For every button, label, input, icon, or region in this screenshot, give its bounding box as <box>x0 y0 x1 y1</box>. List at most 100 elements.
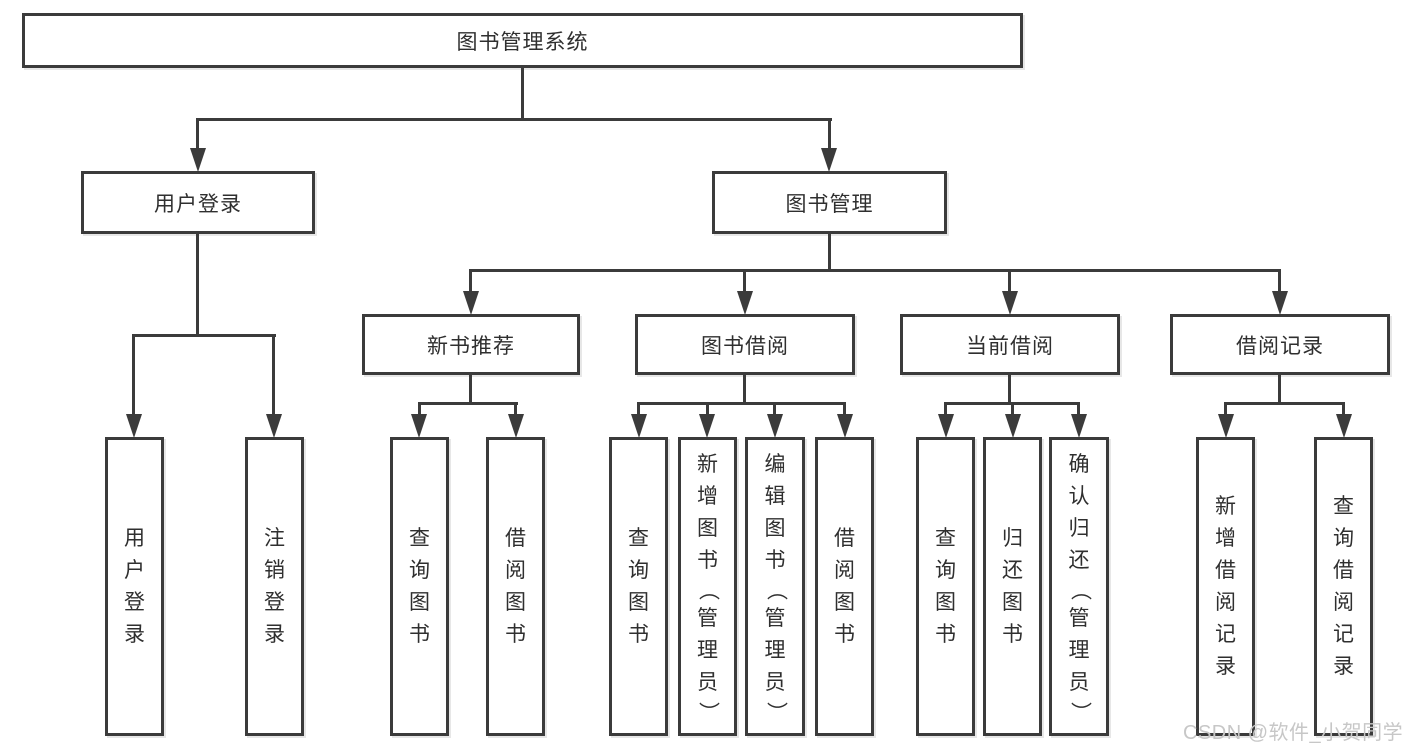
connector-line <box>196 118 199 150</box>
leaf-confirm-return-admin: 确认归还（管理员） <box>1049 437 1109 736</box>
leaf-label-char: 书 <box>935 622 956 646</box>
connector-line <box>1008 375 1011 404</box>
leaf-label-char: 登 <box>124 590 145 614</box>
leaf-recommend-borrow-book: 借阅图书 <box>486 437 545 736</box>
leaf-label-char: 书 <box>697 548 718 572</box>
leaf-label-char: 管 <box>697 606 718 630</box>
connector-line <box>743 269 746 291</box>
connector-line <box>843 402 846 414</box>
leaf-label-char: 阅 <box>1215 590 1236 614</box>
node-book-management: 图书管理 <box>712 171 947 234</box>
leaf-label: 借阅图书 <box>834 523 855 651</box>
leaf-label-char: 书 <box>505 622 526 646</box>
arrow-down-icon <box>265 414 282 438</box>
leaf-label-char: 还 <box>1002 558 1023 582</box>
node-label: 新书推荐 <box>427 334 515 358</box>
leaf-label-char: 图 <box>1002 590 1023 614</box>
leaf-label-char: （ <box>1068 579 1091 600</box>
connector-line <box>1278 375 1281 404</box>
connector-line <box>196 118 832 121</box>
leaf-label-char: 询 <box>935 558 956 582</box>
leaf-recommend-query-book: 查询图书 <box>390 437 449 736</box>
leaf-label-char: 书 <box>1002 622 1023 646</box>
leaf-label: 查询图书 <box>628 523 649 651</box>
leaf-label-char: 户 <box>124 558 145 582</box>
arrow-down-icon <box>125 414 142 438</box>
connector-line <box>1008 269 1011 291</box>
leaf-label: 借阅图书 <box>505 523 526 651</box>
leaf-label-char: 认 <box>1068 484 1090 508</box>
leaf-label-char: 录 <box>264 622 285 646</box>
connector-line <box>944 402 947 414</box>
node-label: 借阅记录 <box>1236 334 1324 358</box>
leaf-label-char: 理 <box>1068 638 1090 662</box>
arrow-down-icon <box>937 414 954 438</box>
arrow-down-icon <box>820 148 837 172</box>
connector-line <box>418 402 518 405</box>
leaf-label: 查询图书 <box>409 523 430 651</box>
connector-line <box>132 334 276 337</box>
leaf-label-char: 借 <box>1333 558 1354 582</box>
leaf-label-char: 图 <box>628 590 649 614</box>
leaf-label-char: 辑 <box>764 484 786 508</box>
arrow-down-icon <box>1335 414 1352 438</box>
leaf-label-char: 理 <box>697 638 718 662</box>
connector-line <box>196 234 199 336</box>
leaf-label-char: 录 <box>1215 654 1236 678</box>
connector-line <box>637 402 846 405</box>
leaf-label-char: 书 <box>834 622 855 646</box>
node-label: 图书借阅 <box>701 334 789 358</box>
leaf-current-query-book: 查询图书 <box>916 437 975 736</box>
leaf-label-char: 员 <box>764 670 786 694</box>
arrow-down-icon <box>698 414 715 438</box>
leaf-label-char: ） <box>764 701 787 722</box>
leaf-label-char: 阅 <box>505 558 526 582</box>
node-current-borrowing: 当前借阅 <box>900 314 1120 375</box>
arrow-down-icon <box>462 291 479 315</box>
leaf-label-char: 录 <box>1333 654 1354 678</box>
arrow-down-icon <box>836 414 853 438</box>
leaf-label: 查询图书 <box>935 523 956 651</box>
leaf-query-borrow-record: 查询借阅记录 <box>1314 437 1373 736</box>
leaf-label: 用户登录 <box>124 523 145 651</box>
leaf-label-char: 询 <box>1333 526 1354 550</box>
leaf-label-char: 记 <box>1215 622 1236 646</box>
leaf-label-char: （ <box>696 579 720 600</box>
arrow-down-icon <box>1271 291 1288 315</box>
leaf-label-char: 新 <box>1215 494 1236 518</box>
leaf-label-char: 图 <box>834 590 855 614</box>
leaf-label-char: 用 <box>124 526 145 550</box>
leaf-edit-book-admin: 编辑图书（管理员） <box>745 437 805 736</box>
arrow-down-icon <box>189 148 206 172</box>
leaf-label-char: 销 <box>264 558 285 582</box>
leaf-label-char: 阅 <box>1333 590 1354 614</box>
leaf-return-book: 归还图书 <box>983 437 1042 736</box>
leaf-label-char: 查 <box>628 526 649 550</box>
leaf-label-char: （ <box>764 579 787 600</box>
connector-line <box>514 402 517 414</box>
leaf-label-char: 图 <box>697 516 718 540</box>
leaf-label-char: 归 <box>1002 526 1023 550</box>
connector-line <box>773 402 776 414</box>
arrow-down-icon <box>1217 414 1234 438</box>
node-label: 用户登录 <box>154 192 242 216</box>
arrow-down-icon <box>736 291 753 315</box>
leaf-label: 新增图书（管理员） <box>696 449 720 725</box>
connector-line <box>469 375 472 404</box>
leaf-label-char: 借 <box>1215 558 1236 582</box>
leaf-label-char: 书 <box>628 622 649 646</box>
arrow-down-icon <box>1070 414 1087 438</box>
leaf-label: 注销登录 <box>264 523 285 651</box>
leaf-label-char: 询 <box>409 558 430 582</box>
leaf-add-book-admin: 新增图书（管理员） <box>678 437 737 736</box>
node-borrowing-records: 借阅记录 <box>1170 314 1390 375</box>
leaf-label: 查询借阅记录 <box>1333 491 1354 683</box>
leaf-label-char: 图 <box>764 516 786 540</box>
leaf-label-char: 增 <box>1215 526 1236 550</box>
leaf-label-char: 增 <box>697 484 718 508</box>
connector-line <box>1342 402 1345 414</box>
leaf-label-char: 还 <box>1068 548 1090 572</box>
leaf-logout: 注销登录 <box>245 437 304 736</box>
arrow-down-icon <box>766 414 783 438</box>
connector-line <box>272 334 275 414</box>
